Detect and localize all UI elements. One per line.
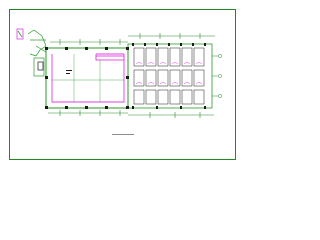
bottom-dimension-lines: [48, 110, 214, 118]
hall-annotation-marks: [66, 70, 72, 74]
drawing-frame: [9, 9, 236, 160]
floor-plan-drawing: [9, 9, 236, 160]
hall-interior-lines: [52, 54, 124, 102]
key-plan-symbol: [16, 28, 24, 40]
wing-fixtures: [135, 62, 203, 85]
wing-rooms-middle: [133, 69, 205, 87]
entry-stair-block: [27, 29, 47, 77]
column-grid: [45, 47, 129, 109]
top-dimension-lines: [50, 33, 215, 45]
building-outline: [45, 47, 129, 109]
wing-rooms-bottom: [133, 89, 205, 105]
wing-column-grid: [132, 43, 206, 109]
main-hall: [51, 53, 125, 103]
right-axis-markers: [212, 54, 222, 98]
wing-rooms-top: [133, 47, 205, 67]
